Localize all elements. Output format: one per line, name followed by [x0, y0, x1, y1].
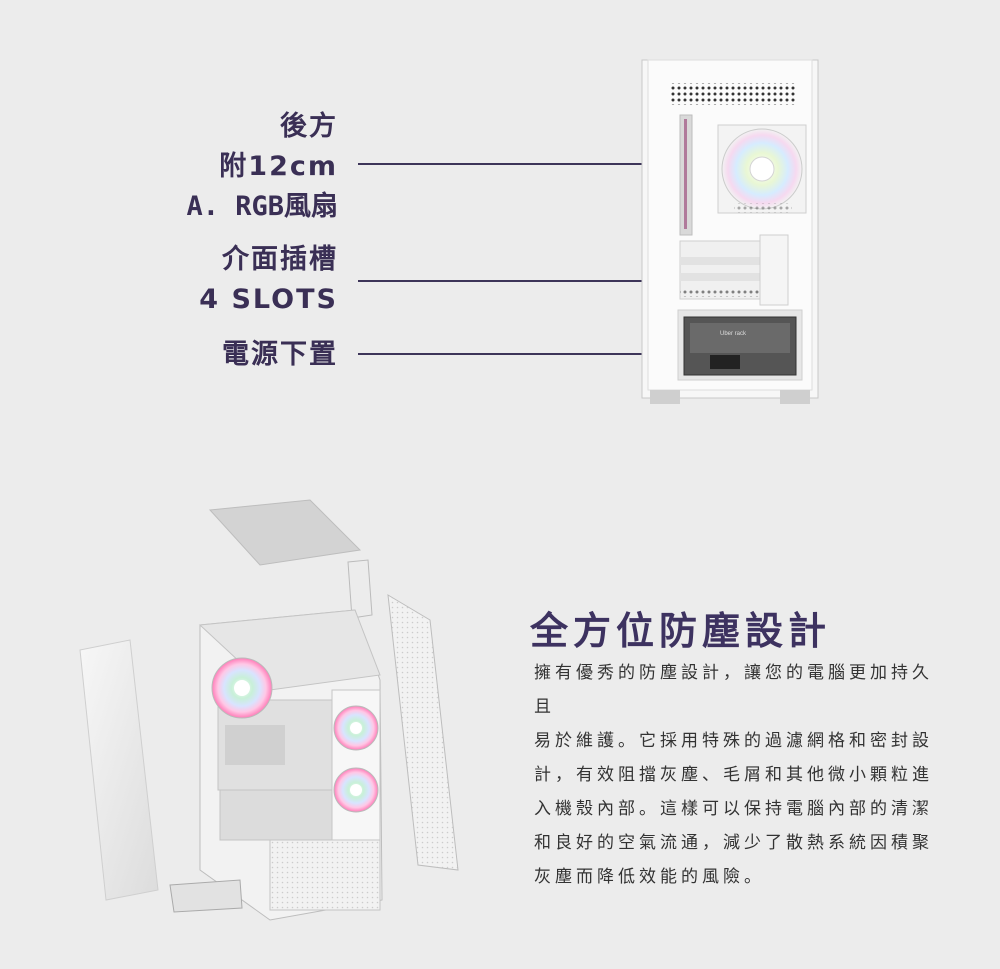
- case-rear-view-image: Uber rack: [641, 59, 819, 404]
- section-headline: 全方位防塵設計: [530, 609, 832, 653]
- callout-slots-line1: 介面插槽: [222, 244, 338, 275]
- leader-line-slots: [358, 280, 660, 282]
- callout-rear-fan-line3: A. RGB風扇: [186, 191, 338, 222]
- callout-rear-fan: 後方 附12cm A. RGB風扇: [186, 107, 338, 227]
- section-description: 擁有優秀的防塵設計，讓您的電腦更加持久且 易於維護。它採用特殊的過濾網格和密封設…: [534, 663, 933, 887]
- callout-psu: 電源下置: [222, 335, 338, 375]
- callout-rear-fan-line1: 後方: [280, 111, 338, 142]
- leader-line-psu: [358, 353, 653, 355]
- psu-brand-text: Uber rack: [720, 331, 747, 337]
- case-exploded-view-image: [79, 499, 459, 921]
- callout-rear-fan-line2: 附12cm: [219, 151, 338, 182]
- leader-line-rear-fan: [358, 163, 730, 165]
- callout-slots-line2: 4 SLOTS: [199, 284, 338, 315]
- callout-slots: 介面插槽 4 SLOTS: [199, 240, 338, 320]
- callout-psu-line1: 電源下置: [222, 339, 338, 370]
